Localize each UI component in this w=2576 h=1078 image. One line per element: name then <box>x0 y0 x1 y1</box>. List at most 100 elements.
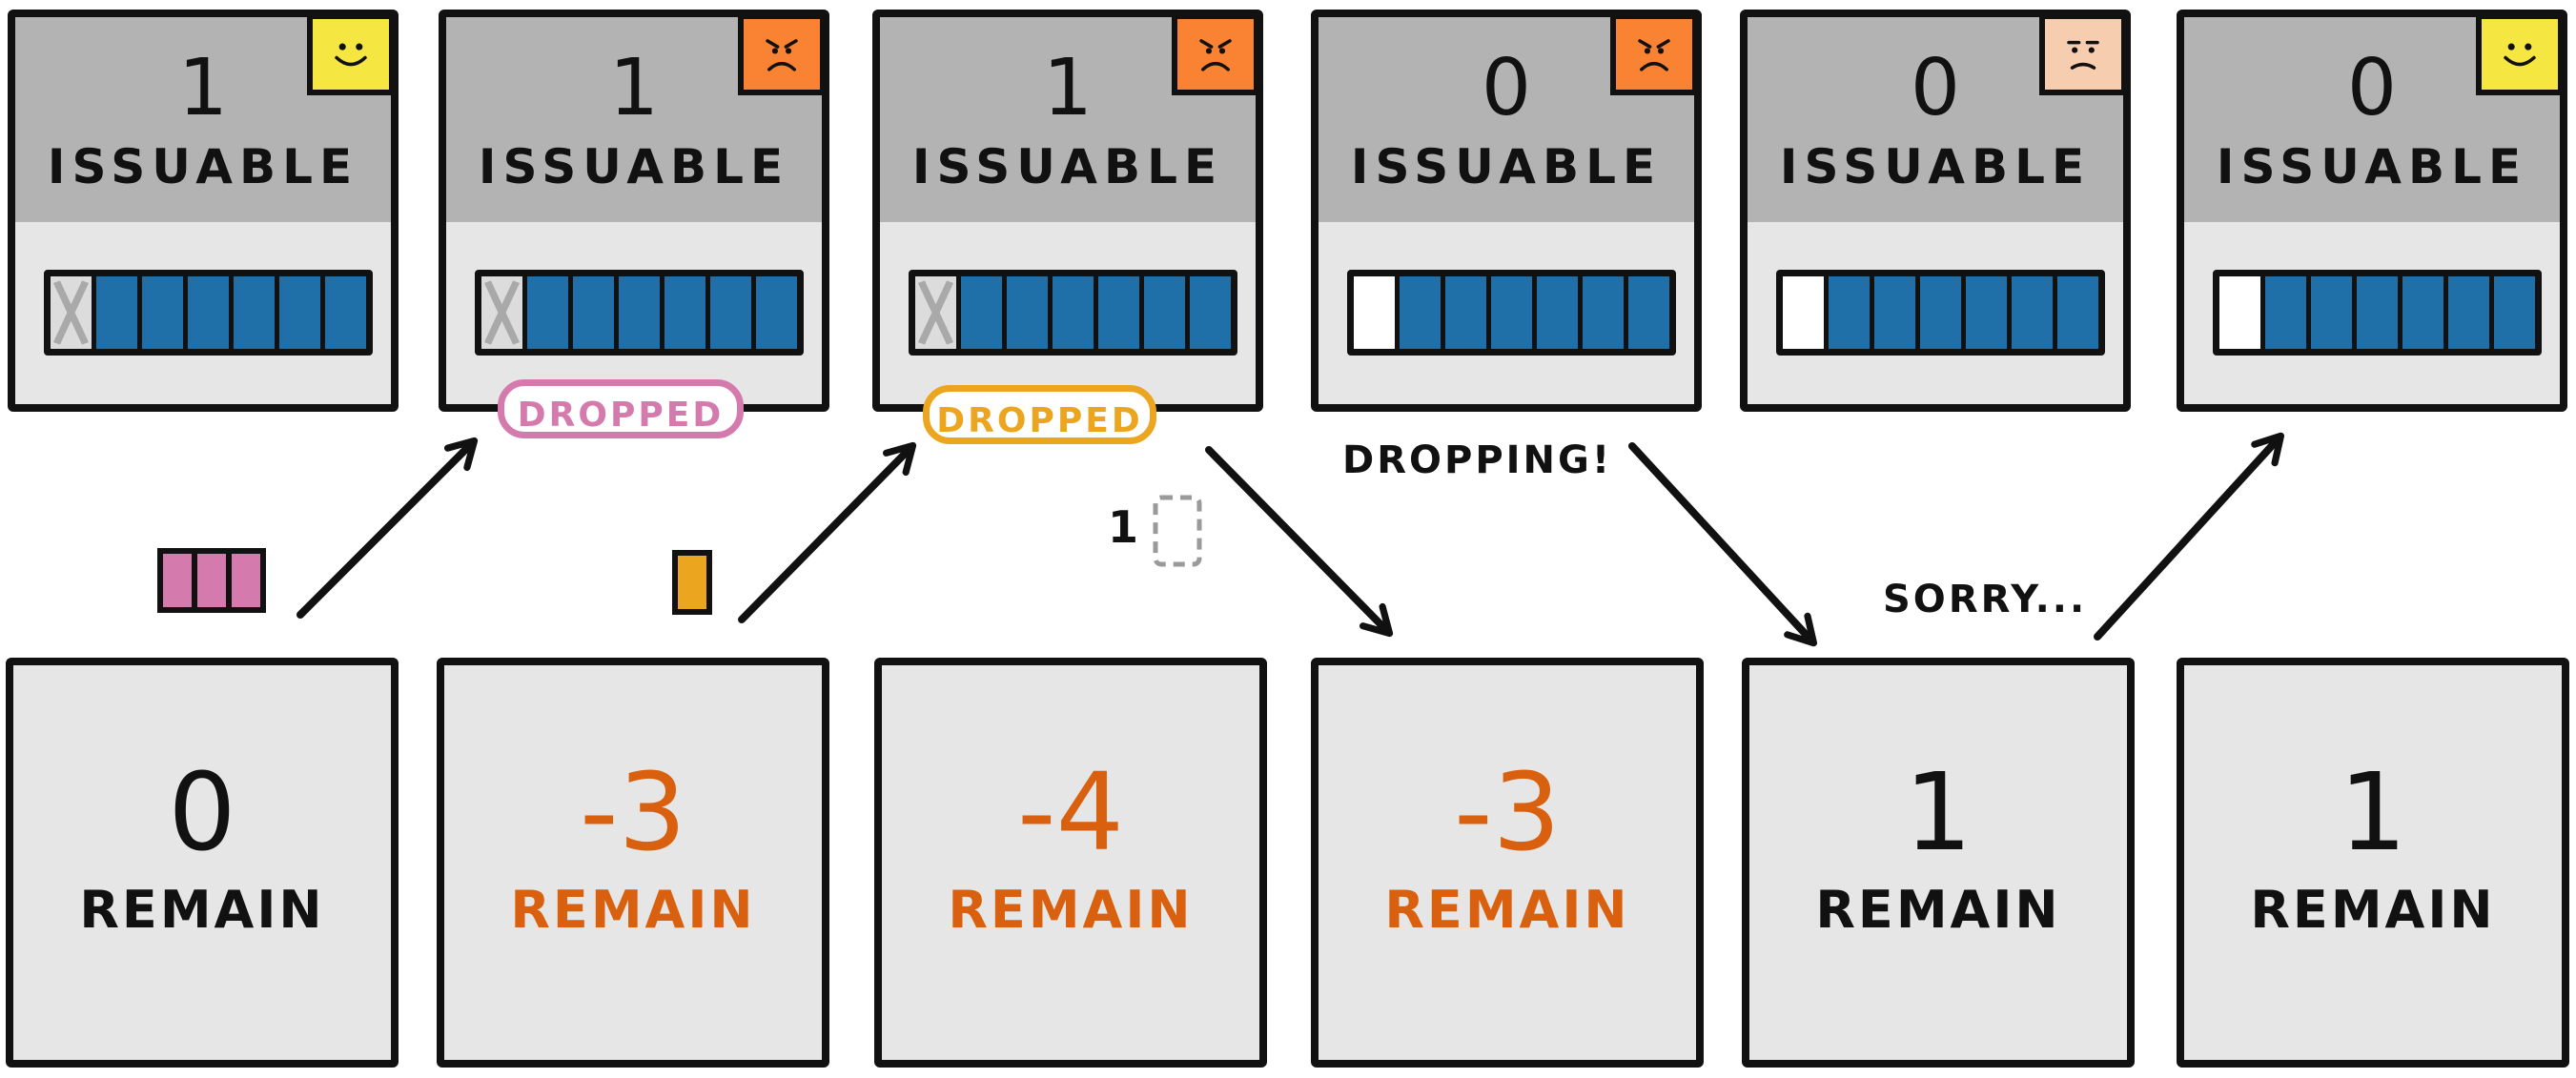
remain-label: REMAIN <box>2250 880 2496 940</box>
issuable-label: ISSUABLE <box>1779 139 2092 194</box>
queue-slot-filled <box>279 276 320 349</box>
arrow-up-3 <box>2094 432 2285 641</box>
queue-slot-filled <box>2402 276 2443 349</box>
queue-slot-filled <box>1829 276 1870 349</box>
queue-slot-filled <box>2057 276 2098 349</box>
dropping-note: DROPPING! <box>1342 438 1613 482</box>
queue-slot-filled <box>1491 276 1532 349</box>
queue-slot-filled <box>1583 276 1624 349</box>
packet-box <box>672 550 712 615</box>
ghost-count: 1 <box>1108 501 1142 553</box>
queue-slot-filled <box>961 276 1002 349</box>
queue-slot-filled <box>2311 276 2352 349</box>
queue-bar <box>44 270 373 356</box>
queue-slot-filled <box>1144 276 1185 349</box>
queue-slot-filled <box>664 276 705 349</box>
queue-slot-filled <box>142 276 183 349</box>
queue-slot-filled <box>2012 276 2053 349</box>
queue-slot-filled <box>96 276 137 349</box>
queue-slot-filled <box>1537 276 1578 349</box>
happy-face-icon <box>2476 17 2560 95</box>
queue-slot-filled <box>1098 276 1139 349</box>
arrow-down-1 <box>1205 446 1394 638</box>
queue-slot-filled <box>1053 276 1094 349</box>
remain-label: REMAIN <box>510 880 756 940</box>
issuable-count: 0 <box>1481 43 1532 133</box>
queue-slot-filled <box>1400 276 1441 349</box>
packet-box <box>226 548 266 613</box>
happy-face-icon <box>307 17 391 95</box>
queue-slot-crossed <box>915 276 956 349</box>
remain-count: 1 <box>1904 751 1973 875</box>
queue-slot-filled <box>325 276 366 349</box>
queue-slot-filled <box>1920 276 1961 349</box>
queue-slot-empty <box>1783 276 1824 349</box>
arrow-up-2 <box>738 441 917 623</box>
issuable-count: 1 <box>608 43 660 133</box>
issuable-count: 0 <box>1910 43 1961 133</box>
queue-slot-crossed <box>481 276 522 349</box>
issuable-label: ISSUABLE <box>2216 139 2528 194</box>
queue-slot-filled <box>1007 276 1048 349</box>
queue-slot-filled <box>527 276 568 349</box>
queue-slot-crossed <box>51 276 92 349</box>
queue-slot-filled <box>1190 276 1231 349</box>
queue-slot-filled <box>619 276 660 349</box>
issuable-label: ISSUABLE <box>1350 139 1663 194</box>
queue-slot-filled <box>1966 276 2007 349</box>
remain-count: 0 <box>168 751 236 875</box>
remain-count: -3 <box>580 751 686 875</box>
queue-bar <box>909 270 1237 356</box>
remain-count: -3 <box>1454 751 1561 875</box>
issuable-label: ISSUABLE <box>911 139 1224 194</box>
queue-slot-filled <box>2265 276 2306 349</box>
angry-face-icon <box>738 17 822 95</box>
queue-slot-filled <box>1445 276 1486 349</box>
queue-bar <box>475 270 804 356</box>
queue-slot-filled <box>2357 276 2398 349</box>
worried-face-icon <box>2039 17 2123 95</box>
queue-slot-filled <box>2494 276 2535 349</box>
issuable-count: 0 <box>2346 43 2398 133</box>
packet-box <box>157 548 197 613</box>
queue-slot-filled <box>756 276 797 349</box>
issuable-label: ISSUABLE <box>478 139 790 194</box>
packet-box <box>192 548 232 613</box>
remain-count: -4 <box>1017 751 1124 875</box>
queue-bar <box>1776 270 2105 356</box>
issuable-count: 1 <box>1042 43 1094 133</box>
packet-yellow <box>672 550 712 615</box>
queue-slot-filled <box>573 276 614 349</box>
dropped-tag-pink: DROPPED <box>498 379 744 438</box>
queue-slot-filled <box>234 276 275 349</box>
queue-slot-filled <box>188 276 229 349</box>
remain-label: REMAIN <box>1815 880 2061 940</box>
dropped-tag-yellow: DROPPED <box>923 385 1156 444</box>
queue-slot-filled <box>2448 276 2489 349</box>
ghost-packet <box>1153 495 1202 567</box>
queue-slot-filled <box>1874 276 1915 349</box>
queue-slot-empty <box>2219 276 2260 349</box>
packet-pink <box>157 548 266 613</box>
arrow-down-2 <box>1628 442 1818 647</box>
remain-label: REMAIN <box>79 880 325 940</box>
queue-slot-empty <box>1354 276 1395 349</box>
queue-slot-filled <box>1628 276 1669 349</box>
angry-face-icon <box>1610 17 1694 95</box>
remain-count: 1 <box>2339 751 2407 875</box>
queue-bar <box>2213 270 2542 356</box>
issuable-label: ISSUABLE <box>47 139 359 194</box>
queue-bar <box>1347 270 1676 356</box>
